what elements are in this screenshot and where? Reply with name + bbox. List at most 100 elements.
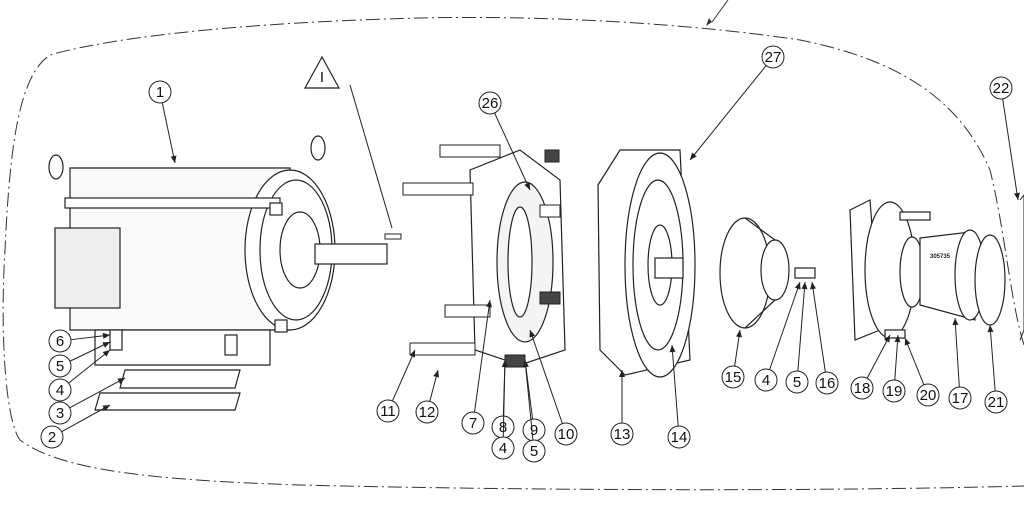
boundary-leader bbox=[711, 0, 729, 23]
callout-number: 6 bbox=[56, 333, 64, 350]
callout-circle bbox=[948, 386, 972, 410]
callout-circle bbox=[554, 422, 578, 446]
callout-number: 5 bbox=[530, 443, 538, 460]
leader-line bbox=[811, 281, 826, 373]
callout-number: 15 bbox=[725, 369, 742, 386]
leader-line bbox=[904, 337, 925, 385]
arrowhead bbox=[736, 330, 742, 338]
leader-line bbox=[502, 359, 506, 438]
callout-circle bbox=[850, 376, 874, 400]
callout-flat-washer: 4 bbox=[48, 349, 111, 402]
callout-number: 17 bbox=[952, 390, 969, 407]
callout-number: 5 bbox=[56, 358, 64, 375]
callout-washer: 19 bbox=[882, 334, 906, 403]
callout-flat-washer: 4 bbox=[491, 359, 515, 460]
callout-hex-bolt: 11 bbox=[376, 349, 416, 423]
callout-base-spacer: 3 bbox=[48, 377, 126, 425]
callout-number: 16 bbox=[819, 375, 836, 392]
arrowhead bbox=[102, 332, 110, 339]
callout-number: 26 bbox=[482, 95, 499, 112]
leader-line bbox=[69, 377, 126, 409]
callout-lock-washer: 5 bbox=[785, 281, 809, 394]
callout-number: 4 bbox=[762, 372, 770, 389]
leader-line bbox=[1002, 98, 1019, 201]
callout-number: 19 bbox=[886, 383, 903, 400]
arrowhead bbox=[117, 378, 125, 384]
callout-bolt: 18 bbox=[850, 334, 891, 400]
callout-circle bbox=[882, 379, 906, 403]
arrowhead bbox=[952, 318, 959, 326]
callout-diffuser-cone: 17 bbox=[948, 317, 972, 410]
arrowhead bbox=[529, 330, 536, 338]
warning-symbol-text: I bbox=[320, 69, 324, 86]
arrowhead bbox=[894, 335, 901, 343]
arrowhead bbox=[1013, 192, 1020, 200]
leader-line bbox=[989, 324, 996, 392]
callout-circle bbox=[815, 371, 839, 395]
leader-line bbox=[494, 112, 531, 191]
callout-circle bbox=[376, 399, 400, 423]
leader-line bbox=[69, 341, 111, 362]
impeller bbox=[719, 217, 816, 329]
callout-number: 14 bbox=[671, 429, 688, 446]
leader-line bbox=[866, 334, 891, 379]
diffuser-casing bbox=[849, 199, 1006, 341]
callout-lock-washer: 5 bbox=[48, 341, 111, 378]
callout-circle bbox=[415, 400, 439, 424]
leader-line bbox=[769, 281, 801, 370]
callout-adapter: 7 bbox=[461, 299, 493, 435]
callouts: 1262722654321112784951013141545161819201… bbox=[40, 45, 1020, 463]
callout-number: 3 bbox=[56, 405, 64, 422]
callout-casing-gasket: 27 bbox=[689, 45, 785, 161]
callout-number: 1 bbox=[156, 84, 164, 101]
callout-washer: 4 bbox=[754, 281, 801, 392]
arrowhead bbox=[619, 370, 625, 377]
callout-number: 4 bbox=[56, 382, 64, 399]
adapter bbox=[402, 144, 566, 368]
callout-circle bbox=[478, 91, 502, 115]
callout-circle bbox=[491, 436, 515, 460]
callout-nut: 6 bbox=[48, 329, 111, 353]
callout-circle bbox=[48, 401, 72, 425]
arrowhead bbox=[524, 182, 530, 190]
arrowhead bbox=[669, 345, 676, 353]
callout-o-ring: 14 bbox=[667, 344, 691, 449]
leader-line bbox=[68, 349, 111, 384]
arrowhead bbox=[433, 370, 440, 378]
callout-circle bbox=[667, 425, 691, 449]
callout-number: 20 bbox=[920, 387, 937, 404]
motor bbox=[48, 135, 388, 366]
arrowhead bbox=[884, 335, 890, 343]
callout-number: 7 bbox=[469, 415, 477, 432]
callout-circle bbox=[461, 411, 485, 435]
shaft-key bbox=[384, 233, 402, 240]
leader-line bbox=[474, 299, 491, 413]
callout-number: 5 bbox=[793, 374, 801, 391]
leader-line bbox=[529, 329, 563, 424]
arrowhead bbox=[690, 152, 697, 160]
leader-line bbox=[391, 349, 416, 402]
arrowhead bbox=[987, 325, 994, 333]
callout-number: 12 bbox=[419, 404, 436, 421]
leader-line bbox=[894, 334, 899, 381]
arrowhead bbox=[810, 282, 816, 290]
assembly-boundary bbox=[2, 16, 1024, 491]
callout-circle bbox=[785, 370, 809, 394]
seal-plate bbox=[597, 149, 696, 378]
callout-circle bbox=[754, 368, 778, 392]
leader-line bbox=[524, 359, 534, 441]
callout-adapter-bolt: 26 bbox=[478, 91, 531, 191]
callout-circle bbox=[721, 365, 745, 389]
warning-triangle: I bbox=[303, 55, 341, 89]
leader-line bbox=[671, 344, 679, 427]
callout-circle bbox=[916, 383, 940, 407]
callout-impeller-bolt: 16 bbox=[810, 281, 839, 395]
callout-impeller: 15 bbox=[721, 329, 745, 389]
base-parts bbox=[94, 329, 241, 411]
callout-number: 22 bbox=[993, 80, 1010, 97]
arrowhead bbox=[102, 342, 110, 348]
arrowhead bbox=[904, 338, 911, 346]
callout-circle bbox=[610, 422, 634, 446]
